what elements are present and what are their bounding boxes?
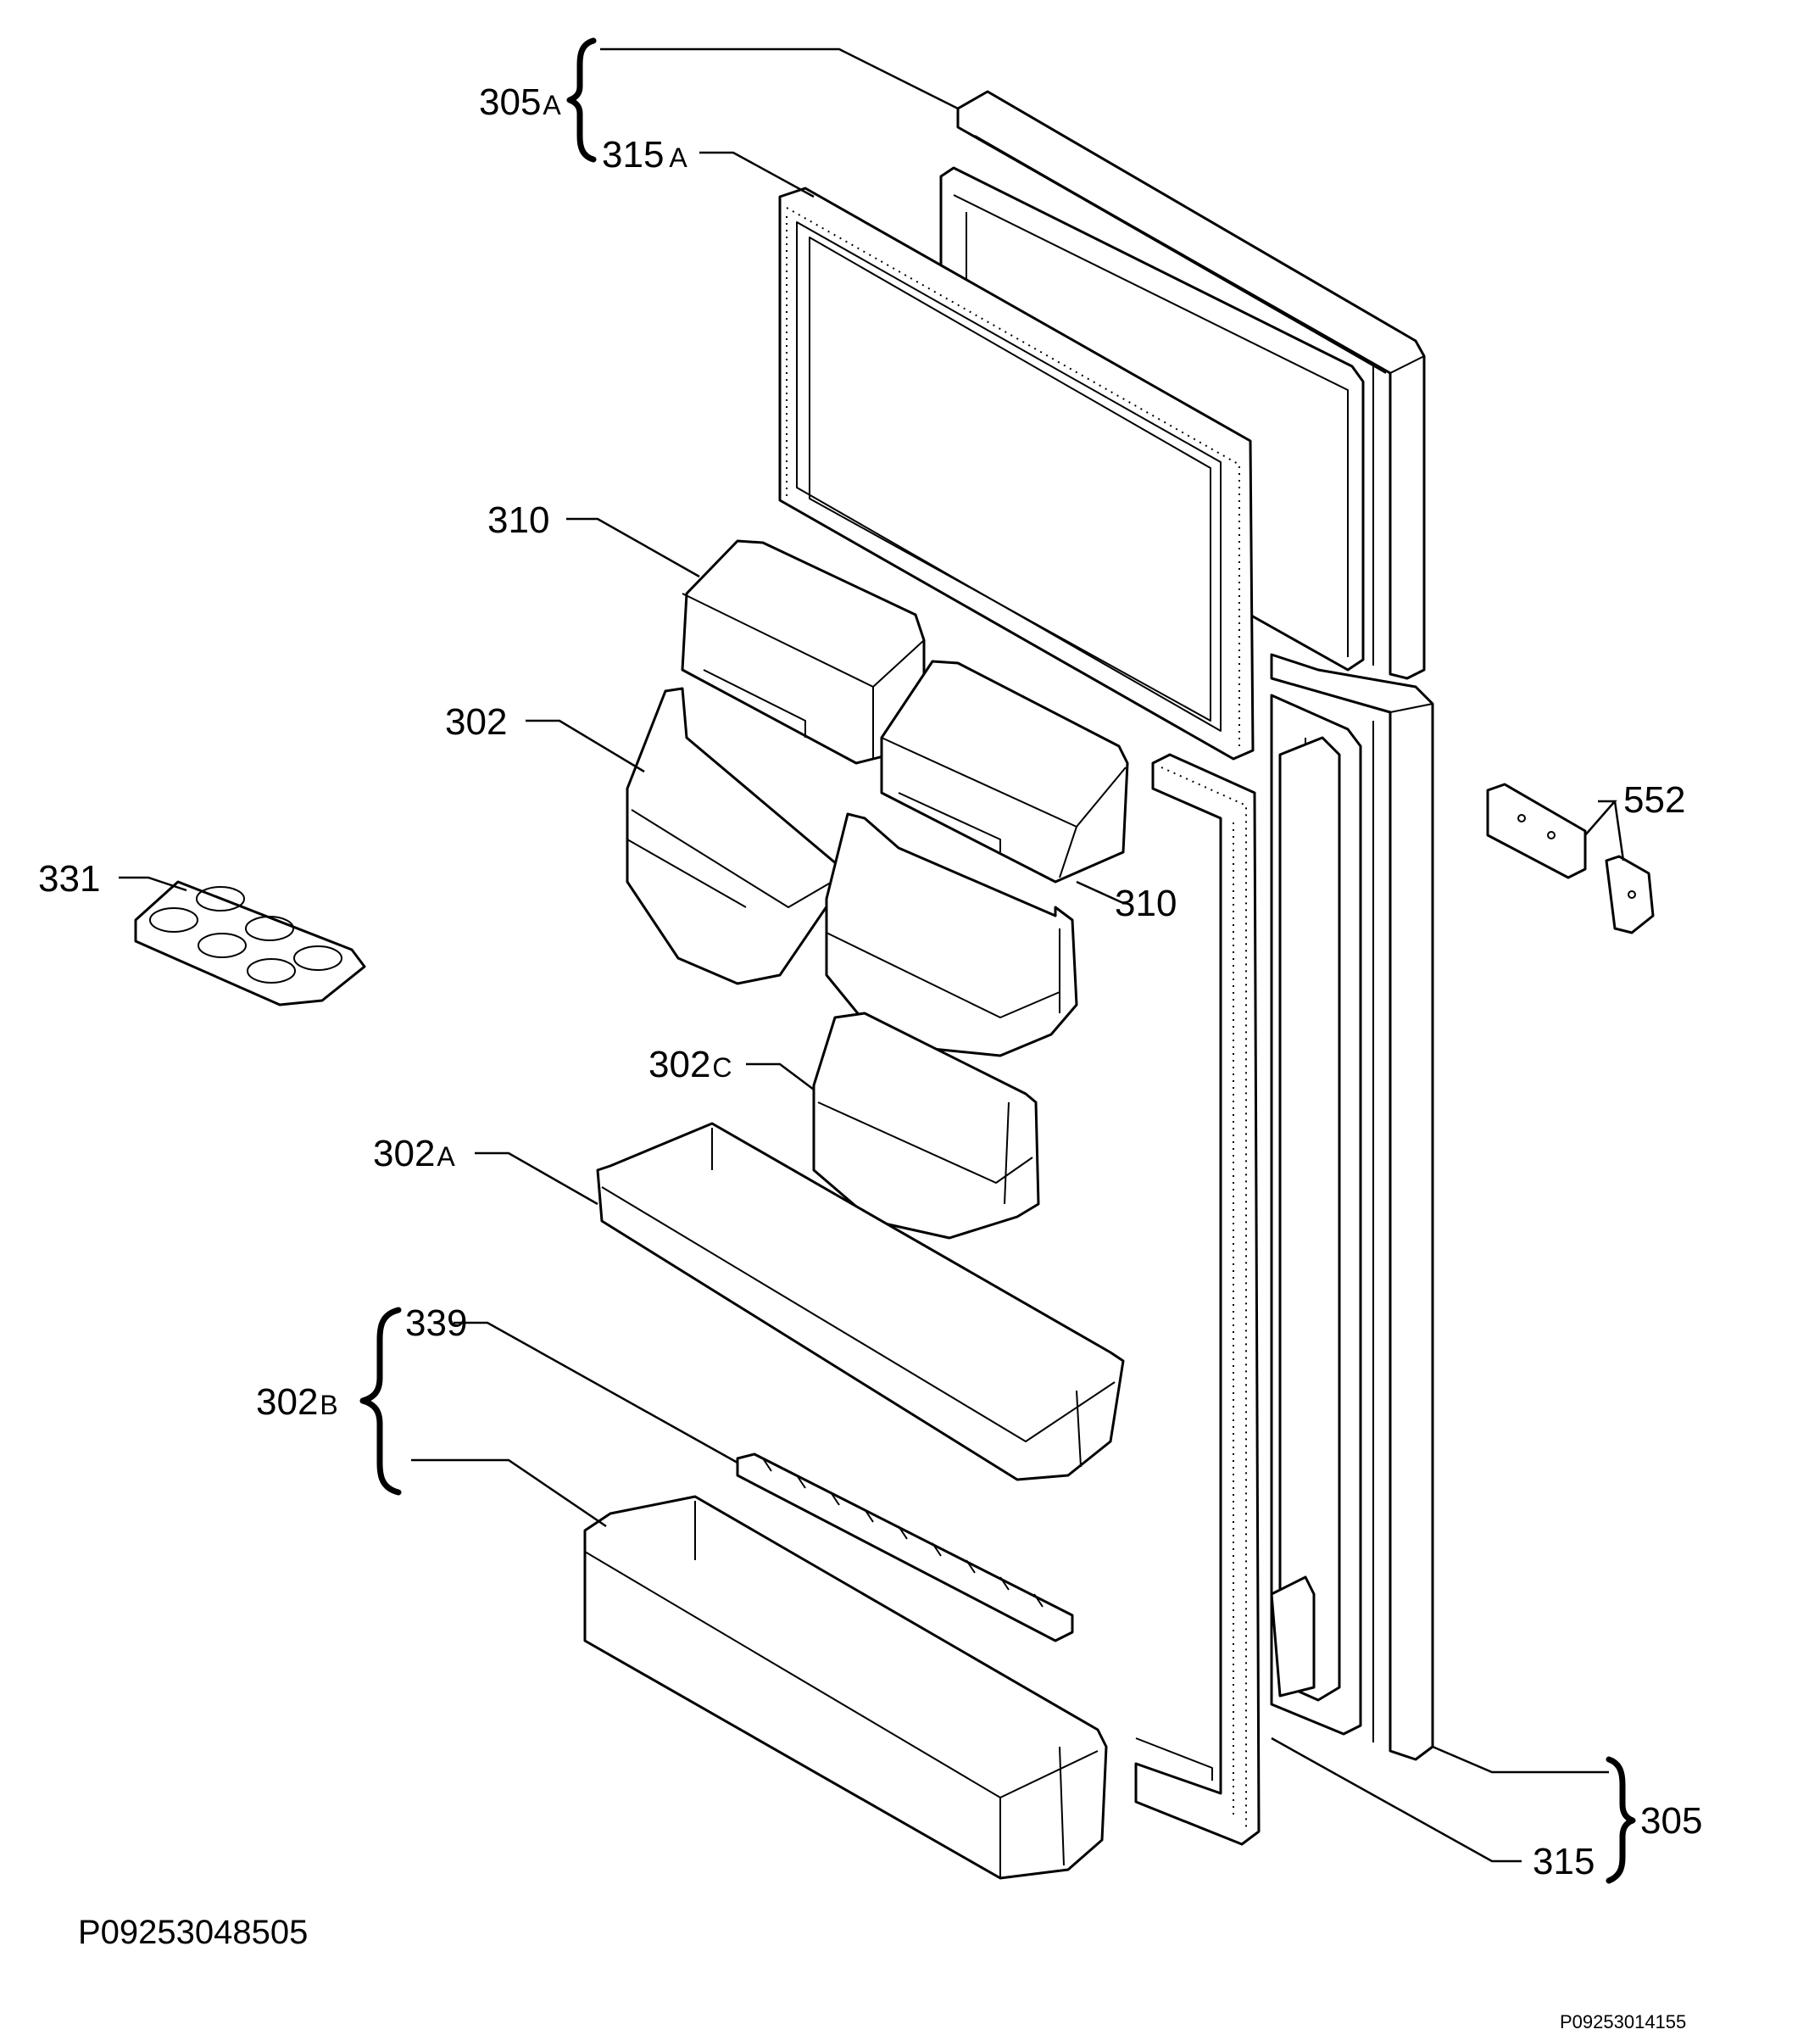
diagram-code-secondary: P09253014155 [1560,2011,1686,2032]
egg-tray [134,880,366,1006]
group-brace-305A [566,37,597,163]
label-302A: 302A [373,1133,455,1174]
diagram-code-primary: P09253048505 [78,1914,308,1951]
leader-lines [119,47,1625,1863]
door-balcony-middle [596,1122,1125,1481]
fridge-door-gasket [1134,753,1261,1846]
label-305A: 305A [479,81,561,123]
label-302: 302 [445,701,507,743]
fridge-door-panel [1270,653,1434,1761]
bottle-separator [736,1452,1074,1642]
label-315: 315 [1533,1841,1595,1882]
label-331: 331 [38,858,100,900]
label-310-upper: 310 [487,499,549,541]
hinge-bracket [1486,783,1655,934]
label-310-lower: 310 [1115,883,1177,924]
group-brace-302B [359,1307,402,1496]
freezer-door-gasket [778,187,1255,761]
label-339: 339 [405,1302,467,1344]
door-balcony-upper-left [626,687,849,985]
label-552: 552 [1623,779,1685,821]
group-brace-305 [1606,1756,1636,1884]
door-balcony-bottom [583,1495,1108,1880]
label-305: 305 [1640,1800,1702,1842]
dairy-cover-upper [681,539,926,765]
dairy-cover-lower [880,660,1129,884]
label-302B: 302B [256,1381,338,1423]
label-302C: 302C [648,1044,732,1085]
